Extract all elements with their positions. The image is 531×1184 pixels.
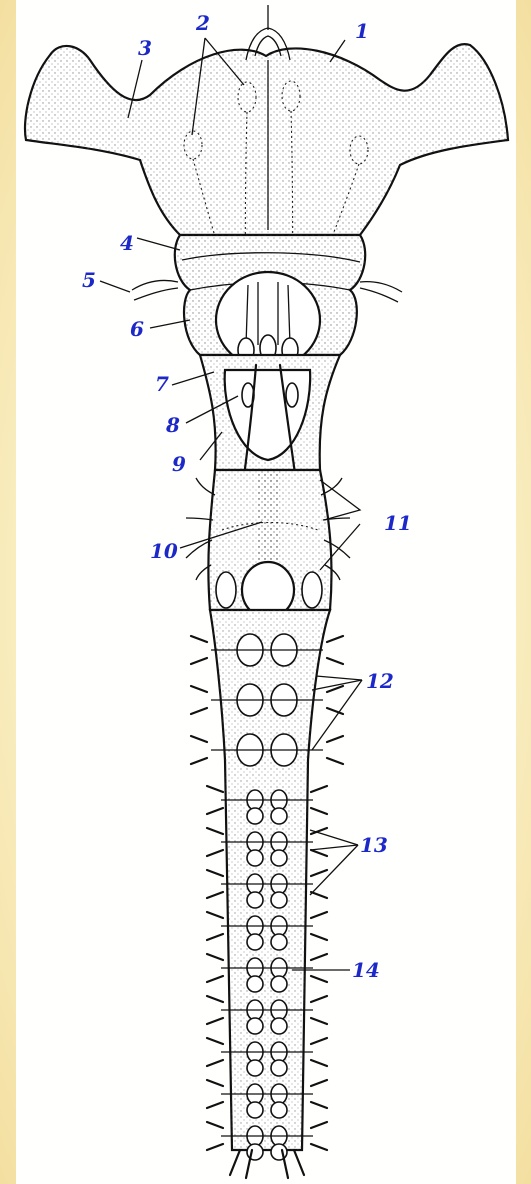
- segmental-nerve: [191, 758, 207, 764]
- segmental-nerve: [311, 850, 327, 856]
- segmental-nerve: [207, 870, 223, 876]
- segmental-nerve: [191, 658, 207, 664]
- segmental-nerve: [207, 786, 223, 792]
- segmental-nerve: [191, 686, 207, 692]
- label-7: 7: [155, 372, 169, 396]
- ganglion-left-lower: [247, 976, 263, 992]
- label-4: 4: [120, 231, 134, 255]
- segmental-nerve: [207, 892, 223, 898]
- label-8: 8: [165, 413, 180, 437]
- segmental-nerve: [327, 658, 343, 664]
- segmental-nerve: [311, 996, 327, 1002]
- segmental-nerve: [311, 934, 327, 940]
- segmental-nerve: [207, 808, 223, 814]
- ganglion-right-lower: [271, 1060, 287, 1076]
- segmental-nerve: [207, 996, 223, 1002]
- segmental-nerve: [311, 1060, 327, 1066]
- ganglion-right-lower: [271, 892, 287, 908]
- segmental-nerve: [311, 976, 327, 982]
- label-10: 10: [150, 539, 178, 563]
- ganglion-left-lower: [247, 808, 263, 824]
- segmental-nerve: [311, 870, 327, 876]
- segmental-nerve: [207, 828, 223, 834]
- segmental-nerve: [191, 736, 207, 742]
- terminal-nerve: [294, 1150, 304, 1175]
- label-2: 2: [195, 11, 210, 35]
- label-12: 12: [366, 669, 394, 693]
- ventral-nerve-cord: [191, 610, 343, 1178]
- ganglion-right-lower: [271, 1102, 287, 1118]
- segmental-nerve: [311, 892, 327, 898]
- segmental-nerve: [207, 1102, 223, 1108]
- ganglion-right-lower: [271, 1018, 287, 1034]
- middle-lobes: [175, 235, 365, 368]
- label-1: 1: [355, 19, 369, 43]
- segmental-nerve: [311, 1144, 327, 1150]
- ganglion-right-lower: [271, 934, 287, 950]
- thoracic-region: [186, 470, 350, 618]
- label-13: 13: [360, 833, 388, 857]
- segmental-nerve: [311, 1080, 327, 1086]
- ganglion-right-lower: [271, 976, 287, 992]
- segmental-nerve: [311, 1122, 327, 1128]
- segmental-nerve: [207, 1018, 223, 1024]
- segmental-nerve: [191, 708, 207, 714]
- segmental-nerve: [311, 1018, 327, 1024]
- label-11: 11: [384, 511, 412, 535]
- segmental-nerve: [311, 1038, 327, 1044]
- ganglion-left-lower: [247, 892, 263, 908]
- ganglion-left-lower: [247, 1102, 263, 1118]
- terminal-nerve: [230, 1150, 240, 1175]
- ganglion-left-lower: [247, 934, 263, 950]
- segmental-nerve: [207, 850, 223, 856]
- label-14: 14: [352, 958, 380, 982]
- segmental-nerve: [207, 1060, 223, 1066]
- segmental-nerve: [207, 976, 223, 982]
- segmental-nerve: [311, 786, 327, 792]
- segmental-nerve: [311, 1102, 327, 1108]
- cord-stipple: [210, 610, 330, 1150]
- segmental-nerve: [327, 758, 343, 764]
- ganglion-right-lower: [271, 808, 287, 824]
- ganglion-left-lower: [247, 850, 263, 866]
- segmental-nerve: [207, 1038, 223, 1044]
- segmental-nerve: [311, 808, 327, 814]
- segmental-nerve: [327, 736, 343, 742]
- ganglion-left-lower: [247, 1018, 263, 1034]
- segmental-nerve: [207, 1080, 223, 1086]
- segmental-nerve: [311, 912, 327, 918]
- segmental-nerve: [191, 636, 207, 642]
- segmental-nerve: [327, 636, 343, 642]
- label-3: 3: [138, 36, 152, 60]
- segmental-nerve: [311, 954, 327, 960]
- segmental-nerve: [207, 954, 223, 960]
- segmental-nerve: [207, 1122, 223, 1128]
- label-5: 5: [82, 268, 96, 292]
- ganglion-right-lower: [271, 850, 287, 866]
- label-9: 9: [172, 452, 186, 476]
- segmental-nerve: [207, 912, 223, 918]
- ganglion-left-lower: [247, 1060, 263, 1076]
- label-6: 6: [130, 317, 144, 341]
- segmental-nerve: [207, 1144, 223, 1150]
- segmental-nerve: [207, 934, 223, 940]
